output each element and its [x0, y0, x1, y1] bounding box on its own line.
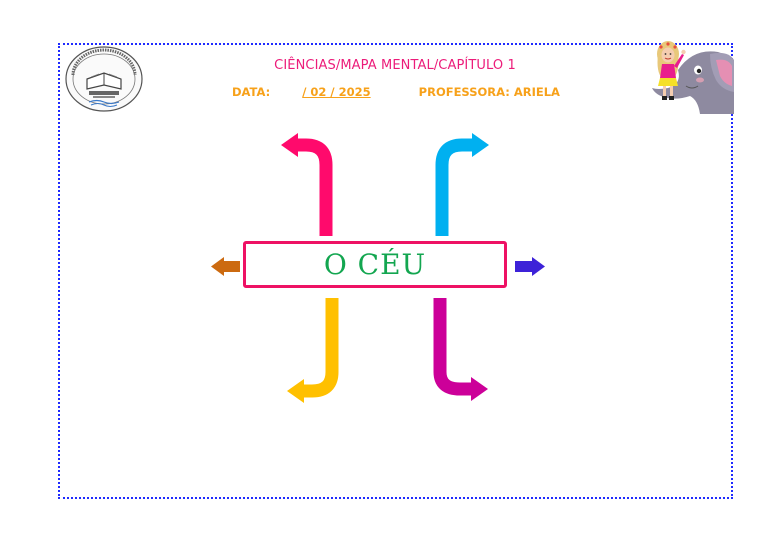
school-seal-logo-icon	[65, 46, 143, 112]
date-field[interactable]: / 02 / 2025	[302, 85, 371, 99]
page-border	[58, 43, 733, 499]
girl-riding-elephant-icon	[652, 41, 734, 114]
branch-bottom-right-arrow-icon[interactable]	[433, 298, 488, 401]
branch-top-left-arrow-icon[interactable]	[281, 133, 333, 236]
page-title: CIÊNCIAS/MAPA MENTAL/CAPÍTULO 1	[274, 58, 516, 73]
branch-left-arrow-icon[interactable]	[211, 257, 240, 276]
branch-top-right-arrow-icon[interactable]	[435, 133, 489, 236]
central-topic-label: O CÉU	[323, 248, 427, 281]
branch-bottom-left-arrow-icon[interactable]	[287, 298, 339, 403]
date-label: DATA:	[232, 85, 271, 99]
central-topic-box[interactable]: O CÉU	[243, 241, 507, 288]
meta-row: DATA: / 02 / 2025 PROFESSORA: ARIELA	[232, 85, 560, 99]
teacher-name: PROFESSORA: ARIELA	[418, 85, 560, 99]
branch-right-arrow-icon[interactable]	[515, 257, 545, 276]
